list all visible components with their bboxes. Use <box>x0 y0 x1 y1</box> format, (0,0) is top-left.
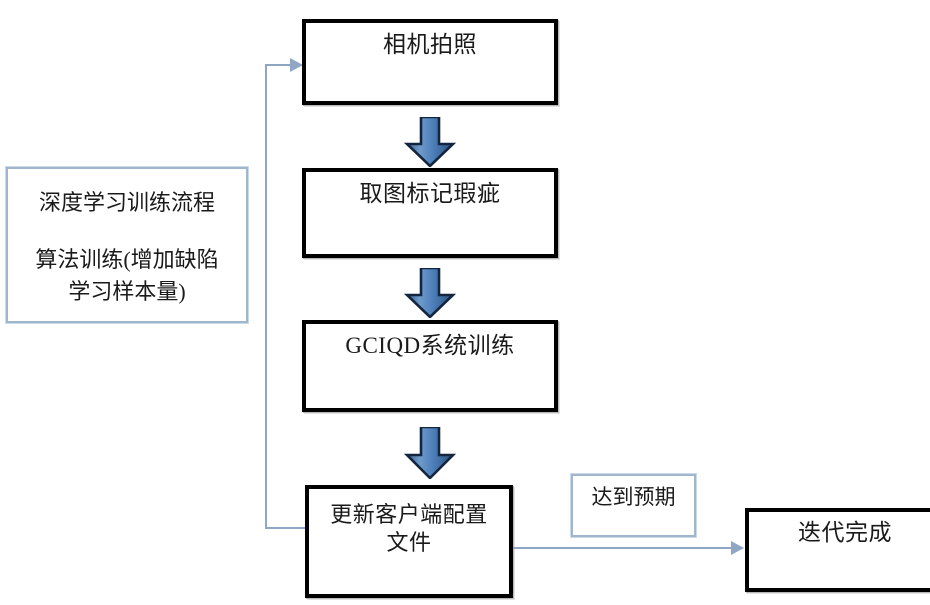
side-note-detail: 算法训练(增加缺陷 学习样本量) <box>35 247 219 304</box>
edge-label-meets-expectation: 达到预期 <box>571 474 696 537</box>
arrow-mark-to-gciqd-icon <box>403 266 457 319</box>
feedback-arrowhead-icon <box>290 58 303 72</box>
line-update-to-done-arrowhead-icon <box>731 541 744 555</box>
node-gciqd-train-label: GCIQD系统训练 <box>345 333 515 358</box>
node-update-client-config[interactable]: 更新客户端配置 文件 <box>305 485 513 598</box>
node-iteration-done[interactable]: 迭代完成 <box>745 508 930 592</box>
feedback-line-top <box>265 64 292 66</box>
node-camera-label: 相机拍照 <box>383 32 477 57</box>
node-iteration-done-label: 迭代完成 <box>798 520 892 545</box>
arrow-camera-to-mark-icon <box>403 115 457 168</box>
feedback-line-bottom <box>265 527 307 529</box>
node-mark-defect[interactable]: 取图标记瑕疵 <box>302 168 558 258</box>
edge-label-meets-expectation-text: 达到预期 <box>591 485 676 509</box>
node-mark-defect-label: 取图标记瑕疵 <box>359 181 501 206</box>
line-update-to-done <box>513 547 734 549</box>
side-note-title: 深度学习训练流程 <box>38 190 215 215</box>
node-gciqd-train[interactable]: GCIQD系统训练 <box>302 320 558 412</box>
side-note-box: 深度学习训练流程 算法训练(增加缺陷 学习样本量) <box>6 167 248 323</box>
node-camera[interactable]: 相机拍照 <box>302 19 558 105</box>
feedback-line-vertical <box>265 64 267 529</box>
node-update-client-config-label: 更新客户端配置 文件 <box>330 502 488 555</box>
arrow-gciqd-to-update-icon <box>403 425 457 480</box>
